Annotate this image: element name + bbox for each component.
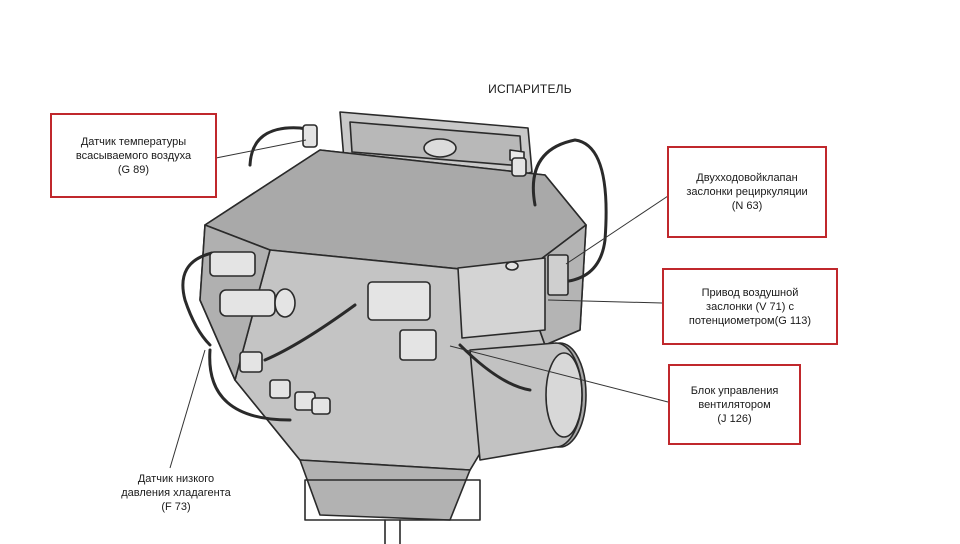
label-line: заслонки (V 71) с: [706, 300, 794, 313]
leader-f73: [169, 349, 206, 469]
leader-lines: [169, 139, 669, 469]
label-line: (F 73): [161, 501, 191, 513]
label-line: (G 89): [117, 163, 150, 176]
label-line: Блок управления: [690, 384, 779, 397]
label-line: потенциометром(G 113): [688, 314, 812, 327]
label-line: всасываемого воздуха: [75, 149, 192, 162]
air-outlet-duct: [469, 342, 587, 461]
label-line: вентилятором: [698, 398, 771, 411]
label-line: (N 63): [731, 200, 763, 212]
label-line: заслонки рециркуляции: [686, 186, 808, 198]
diagram-title: ИСПАРИТЕЛЬ: [488, 82, 572, 96]
label-line: Привод воздушной: [701, 286, 799, 299]
label-line: Датчик низкого: [137, 473, 215, 485]
label-line: Датчик температуры: [80, 135, 187, 148]
evaporator-housing: [199, 149, 587, 521]
label-line: (J 126): [717, 412, 752, 425]
label-low-pressure-sensor: Датчик низкого давления хладагента (F 73…: [96, 472, 256, 514]
label-intake-air-temp-sensor: Датчик температуры всасываемого воздуха …: [50, 113, 217, 198]
label-line: Двухходовойклапан: [696, 172, 798, 184]
leader-g89: [215, 139, 307, 159]
label-fan-control-unit: Блок управления вентилятором (J 126): [668, 364, 801, 445]
leader-n63: [565, 195, 669, 265]
connectors: [209, 124, 569, 415]
hoses: [181, 126, 608, 422]
label-line: давления хладагента: [121, 487, 231, 499]
label-air-flap-actuator: Привод воздушной заслонки (V 71) с потен…: [662, 268, 838, 345]
stand: [304, 479, 481, 544]
leader-v71: [547, 299, 663, 304]
label-recirculation-valve: Двухходовойклапан заслонки рециркуляции …: [667, 146, 827, 238]
leader-j126: [449, 345, 669, 403]
